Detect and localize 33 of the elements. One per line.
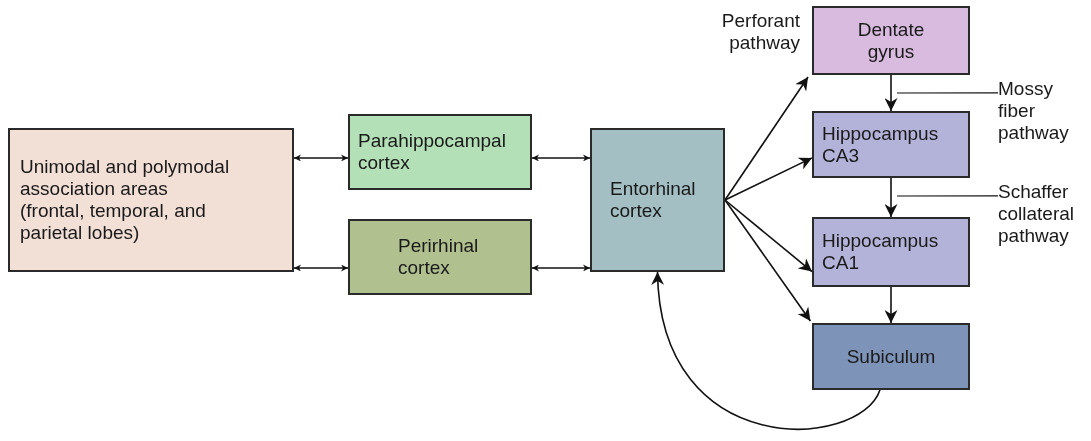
- process-box: [348, 114, 532, 190]
- box-label: Hippocampus CA1: [822, 230, 940, 274]
- process-box: [812, 111, 970, 178]
- arrow: [884, 286, 898, 324]
- box-label: Perirhinal cortex: [398, 235, 480, 279]
- pathway-label: Schaffer collateral pathway: [998, 181, 1076, 247]
- arrow: [724, 76, 809, 201]
- arrow: [884, 177, 898, 218]
- process-box: [812, 217, 970, 287]
- leader-line: [896, 92, 999, 94]
- leader-line: [896, 195, 999, 197]
- double-arrow: [531, 264, 591, 272]
- double-arrow: [293, 264, 349, 272]
- process-box: [812, 6, 970, 75]
- box-label: Unimodal and polymodal association areas (frontal, temporal, and parietal lobes): [20, 156, 231, 244]
- pathway-label: Perforant pathway: [720, 10, 800, 54]
- arrow: [724, 199, 813, 273]
- arrow: [724, 199, 812, 322]
- box-label: Hippocampus CA3: [822, 122, 940, 167]
- pathway-label: Mossy fiber pathway: [998, 78, 1070, 144]
- box-label: Dentate gyrus: [856, 18, 926, 63]
- box-label: Subiculum: [846, 345, 936, 368]
- arrow: [652, 271, 881, 430]
- arrow: [884, 74, 898, 112]
- double-arrow: [293, 154, 349, 162]
- process-box: [812, 323, 970, 390]
- process-box: [590, 128, 725, 272]
- process-box: [348, 219, 532, 295]
- box-label: Parahippocampal cortex: [358, 130, 507, 174]
- process-box: [8, 128, 294, 272]
- double-arrow: [531, 154, 591, 162]
- arrow: [724, 157, 813, 201]
- box-label: Entorhinal cortex: [610, 178, 697, 222]
